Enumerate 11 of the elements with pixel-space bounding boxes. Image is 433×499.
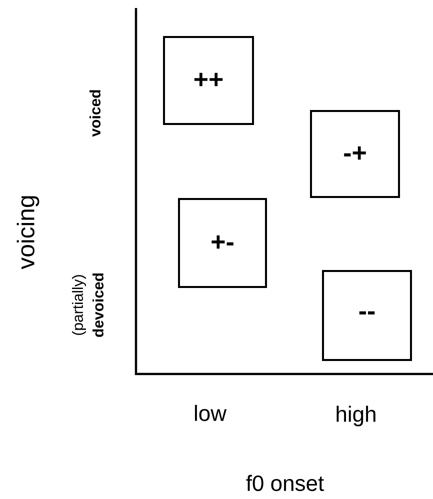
sign-box: -+ xyxy=(310,110,400,198)
tick-label: high xyxy=(336,406,376,426)
sign-box: -- xyxy=(322,270,412,361)
sign-box: ++ xyxy=(163,36,254,125)
axis-title: f0 onset xyxy=(246,474,324,492)
tick-label: low xyxy=(194,404,227,422)
tick-label: devoiced xyxy=(92,273,104,337)
tick-label: voiced xyxy=(90,90,100,137)
tick-label: (partially) xyxy=(72,275,86,335)
sign-box: +- xyxy=(178,198,267,288)
axis-title: voicing xyxy=(16,196,40,270)
